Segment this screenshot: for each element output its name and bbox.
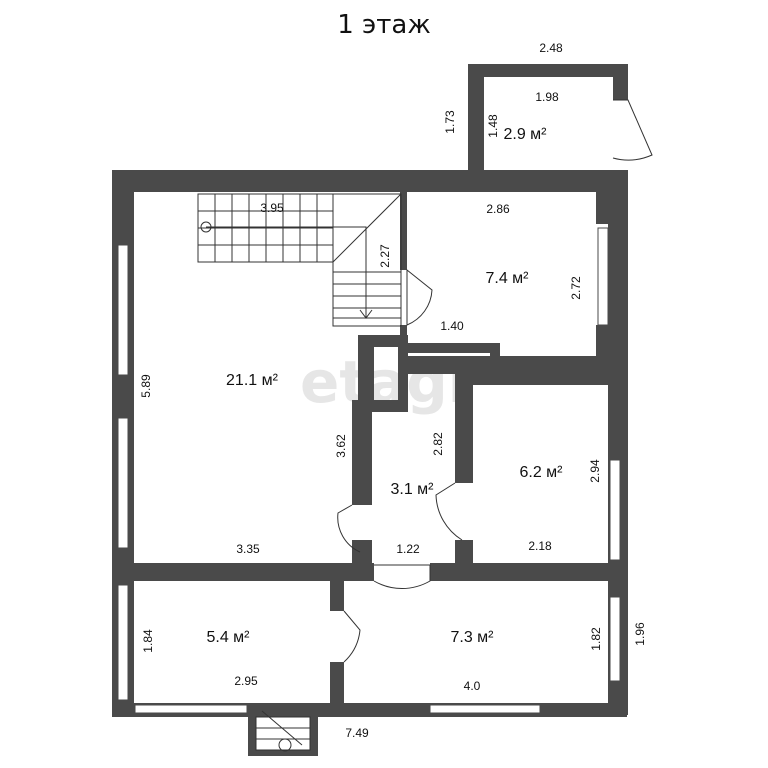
wall-living-bottom	[112, 563, 374, 581]
wall-room-e-top	[465, 373, 610, 385]
dim-room-s-height-outer: 1.96	[633, 622, 647, 646]
wall-duct-right	[490, 343, 500, 373]
window-bottom-s	[429, 704, 541, 714]
dim-living-height: 5.89	[139, 374, 153, 398]
interior-walls	[112, 192, 628, 717]
wall-shaft-left	[358, 335, 374, 410]
area-porch: 2.9 м²	[503, 126, 547, 143]
dim-porch-width-inner: 1.98	[535, 90, 559, 104]
dim-living-width-top: 3.95	[260, 201, 284, 215]
dim-porch-height-inner: 1.48	[486, 114, 500, 138]
wall-room-s-top	[430, 563, 628, 581]
dimension-labels: 2.48 1.98 1.73 1.48 3.95 5.89 3.35 2.27 …	[139, 41, 647, 740]
porch-walls	[468, 64, 628, 174]
entrance-steps	[248, 710, 318, 756]
area-room-s: 7.3 м²	[450, 629, 494, 646]
dim-room-s-width: 4.0	[464, 679, 481, 693]
dim-hall-height-left: 3.62	[334, 434, 348, 458]
wall-hall-left	[352, 400, 372, 505]
window-kitchen	[597, 227, 609, 326]
room-areas: 2.9 м² 21.1 м² 7.4 м² 3.1 м² 6.2 м² 5.4 …	[206, 126, 563, 646]
area-room-sw: 5.4 м²	[206, 629, 250, 646]
dim-hall-height-right: 2.82	[431, 432, 445, 456]
wall-kitchen-left-low	[400, 325, 407, 335]
wall-kitchen-right-top	[596, 192, 610, 224]
area-hall: 3.1 м²	[390, 481, 434, 498]
dim-porch-width-outer: 2.48	[539, 41, 563, 55]
window-room-e	[609, 459, 621, 561]
dim-kitchen-door-width: 1.40	[440, 319, 464, 333]
wall-duct-top	[405, 343, 500, 353]
porch-wall-left	[468, 64, 484, 174]
dim-kitchen-width: 2.86	[486, 202, 510, 216]
area-kitchen: 7.4 м²	[485, 270, 529, 287]
wall-kitchen-bottom	[400, 356, 610, 374]
area-living: 21.1 м²	[226, 372, 279, 389]
window-room-s	[609, 596, 621, 682]
dim-room-s-height-inner: 1.82	[589, 627, 603, 651]
window-left-upper	[117, 244, 129, 376]
wall-top	[112, 170, 627, 192]
wall-hall-right	[455, 373, 473, 483]
dim-stair-height: 2.27	[378, 244, 392, 268]
porch-wall-top	[468, 64, 628, 77]
window-left-bottom	[117, 584, 129, 701]
dim-room-sw-height: 1.84	[141, 629, 155, 653]
window-left-lower	[117, 417, 129, 549]
dim-living-width-bottom: 3.35	[236, 542, 260, 556]
dim-room-sw-width: 2.95	[234, 674, 258, 688]
dim-total-width: 7.49	[345, 726, 369, 740]
wall-sw-right-top	[330, 563, 344, 611]
staircase	[197, 193, 402, 327]
wall-kitchen-right-bottom	[596, 325, 610, 370]
wall-sw-right-bottom	[330, 662, 344, 717]
dim-room-e-width: 2.18	[528, 539, 552, 553]
wall-shaft-right	[398, 335, 408, 410]
dim-porch-height-outer: 1.73	[443, 110, 457, 134]
doors	[337, 99, 653, 663]
floor-title: 1 этаж	[337, 10, 431, 40]
area-room-e: 6.2 м²	[519, 464, 563, 481]
windows	[117, 227, 621, 714]
porch-wall-right	[613, 64, 628, 100]
wall-kitchen-left	[400, 192, 407, 270]
dim-hall-width: 1.22	[396, 542, 420, 556]
dim-room-e-height: 2.94	[588, 459, 602, 483]
window-bottom-sw	[134, 704, 248, 714]
dim-kitchen-height: 2.72	[569, 276, 583, 300]
